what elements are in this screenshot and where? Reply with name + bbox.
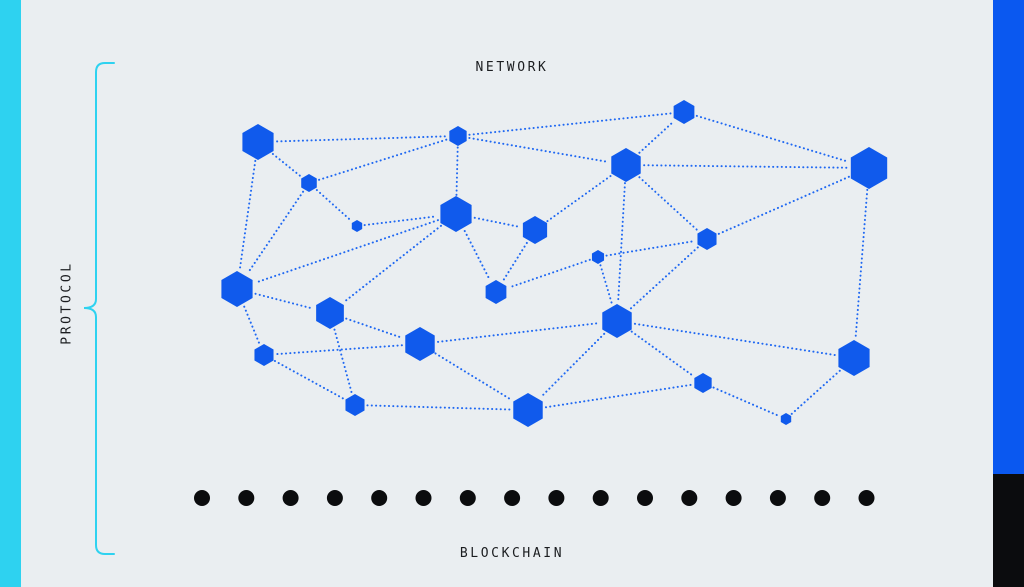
right-accent-bar-blue	[993, 0, 1024, 474]
network-node[interactable]	[449, 126, 467, 146]
blockchain-block[interactable]	[548, 490, 565, 506]
network-node[interactable]	[602, 304, 632, 338]
network-link	[546, 174, 613, 223]
network-node[interactable]	[440, 196, 472, 232]
network-node[interactable]	[513, 393, 543, 427]
network-link	[363, 215, 439, 227]
network-node[interactable]	[850, 147, 888, 189]
blockchain-block[interactable]	[238, 490, 255, 506]
network-link	[455, 146, 459, 196]
network-link	[276, 135, 448, 143]
protocol-title: PROTOCOL	[59, 261, 75, 345]
blockchain-block[interactable]	[326, 490, 343, 506]
right-accent-bar-black	[993, 474, 1024, 587]
network-link	[502, 241, 528, 282]
network-node[interactable]	[591, 250, 605, 264]
network-node[interactable]	[697, 228, 717, 250]
blockchain-block[interactable]	[769, 490, 786, 506]
network-link	[273, 359, 346, 401]
network-link	[318, 138, 449, 181]
network-node[interactable]	[301, 174, 317, 192]
network-link	[712, 386, 780, 417]
network-link	[271, 152, 302, 178]
network-link	[638, 176, 699, 232]
blockchain-block[interactable]	[504, 490, 521, 506]
blockchain-title: BLOCKCHAIN	[459, 546, 565, 561]
network-link	[630, 330, 695, 378]
network-node[interactable]	[673, 100, 695, 124]
network-link	[238, 159, 257, 272]
blockchain-block[interactable]	[282, 490, 299, 506]
network-link	[617, 182, 626, 304]
network-link	[468, 112, 672, 136]
network-node[interactable]	[345, 394, 365, 416]
network-node[interactable]	[780, 413, 792, 425]
network-node[interactable]	[254, 344, 274, 366]
network-link	[275, 344, 403, 356]
network-node[interactable]	[221, 271, 253, 307]
protocol-bracket-icon	[84, 62, 115, 555]
network-link	[473, 216, 522, 228]
network-node[interactable]	[242, 124, 274, 160]
network-node[interactable]	[485, 280, 507, 304]
network-node[interactable]	[351, 220, 363, 232]
network-node[interactable]	[405, 327, 435, 361]
network-title: NETWORK	[475, 60, 549, 75]
left-accent-bar	[0, 0, 21, 587]
blockchain-block[interactable]	[681, 490, 698, 506]
network-link	[342, 224, 442, 304]
blockchain-block[interactable]	[415, 490, 432, 506]
network-link	[854, 188, 869, 340]
blockchain-block[interactable]	[725, 490, 742, 506]
network-link	[437, 322, 600, 343]
blockchain-block[interactable]	[858, 490, 875, 506]
network-link	[463, 229, 491, 282]
network-link	[633, 322, 837, 357]
network-node[interactable]	[694, 373, 712, 393]
network-node[interactable]	[838, 340, 870, 376]
network-link	[638, 120, 676, 154]
blockchain-block[interactable]	[592, 490, 609, 506]
network-node[interactable]	[611, 148, 641, 182]
network-link	[246, 190, 305, 275]
network-link	[345, 317, 404, 340]
blockchain-block[interactable]	[459, 490, 476, 506]
network-link	[544, 383, 693, 409]
network-link	[254, 292, 315, 310]
blockchain-block[interactable]	[194, 490, 210, 506]
blockchain-block[interactable]	[371, 490, 388, 506]
network-link	[643, 164, 849, 169]
network-link	[507, 258, 591, 289]
network-links	[238, 112, 869, 417]
blockchain-block[interactable]	[814, 490, 831, 506]
blockchain-block[interactable]	[637, 490, 653, 506]
network-node[interactable]	[522, 216, 548, 244]
network-link	[315, 189, 353, 222]
network-node[interactable]	[316, 297, 344, 329]
network-link	[695, 114, 849, 163]
network-nodes	[221, 100, 888, 427]
